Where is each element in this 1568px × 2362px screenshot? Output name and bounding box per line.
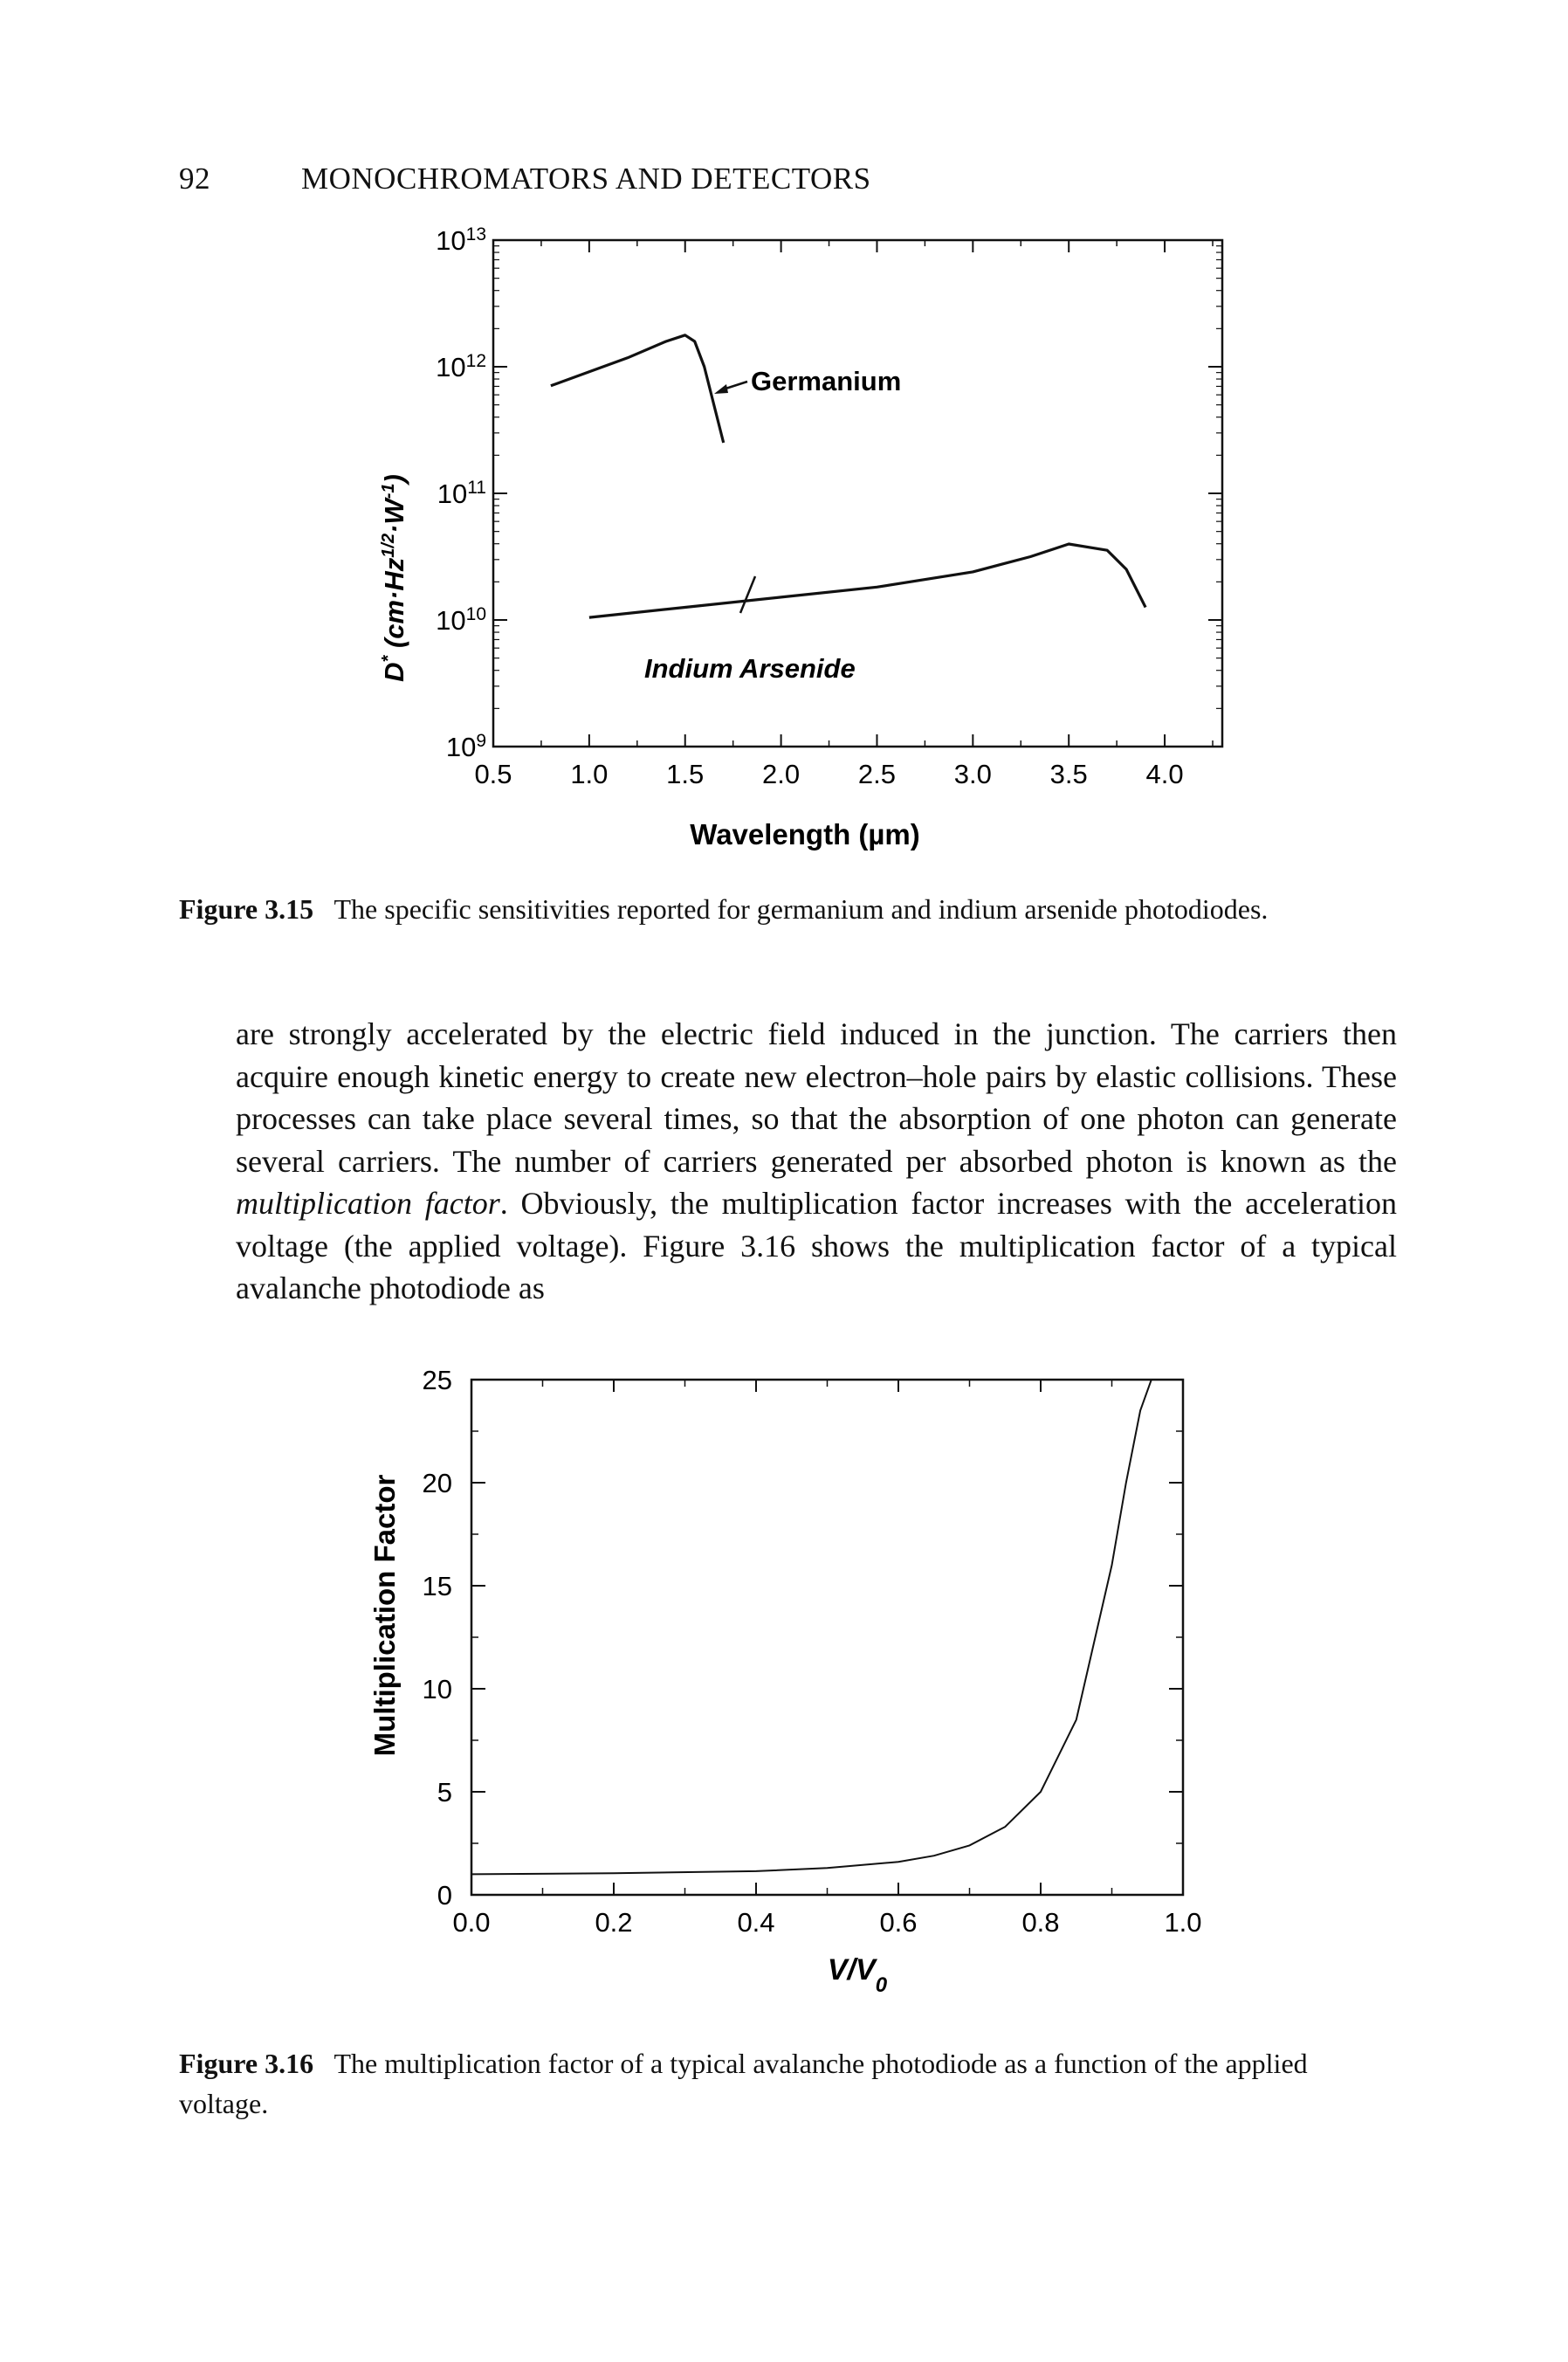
paragraph-text-2: . Obviously, the multiplication factor i… (236, 1186, 1397, 1305)
pointer-indium-arsenide (739, 575, 757, 614)
running-header: 92 MONOCHROMATORS AND DETECTORS (179, 162, 871, 196)
y-axis-label: D* (cm·Hz1/2·W-1) (379, 474, 409, 682)
y-tick-label: 5 (437, 1777, 452, 1808)
series-multiplication-line (471, 1380, 1152, 1876)
annotation-indium-arsenide: Indium Arsenide (644, 653, 856, 684)
x-tick-label: 4.0 (1146, 759, 1184, 789)
x-tick-label: 1.0 (1164, 1907, 1201, 1938)
plot-frame (492, 238, 1224, 748)
figure-3-15-caption: Figure 3.15 The specific sensitivities r… (179, 889, 1397, 929)
y-tick-label: 20 (423, 1468, 452, 1498)
x-tick-label: 2.5 (858, 759, 896, 789)
x-tick-label: 0.8 (1021, 1907, 1059, 1938)
y-tick-label: 25 (423, 1365, 452, 1395)
series-germanium-line (550, 334, 726, 444)
caption-label: Figure 3.16 (179, 2048, 314, 2079)
page-number: 92 (179, 162, 210, 196)
y-tick-label: 0 (437, 1880, 452, 1911)
caption-label: Figure 3.15 (179, 893, 314, 925)
pointer-germanium-arrowhead (714, 384, 728, 394)
x-tick-label: 3.0 (954, 759, 992, 789)
y-tick-label: 10 (423, 1674, 452, 1704)
y-tick-label: 109 (446, 731, 486, 763)
x-tick-label: 3.5 (1050, 759, 1088, 789)
paragraph-emphasis: multiplication factor (236, 1186, 500, 1221)
x-tick-label: 1.0 (570, 759, 608, 789)
x-tick-label: 2.0 (762, 759, 800, 789)
y-tick-label: 15 (423, 1571, 452, 1601)
plot-frame (470, 1378, 1185, 1897)
body-paragraph: are strongly accelerated by the electric… (236, 1013, 1397, 1310)
annotation-germanium: Germanium (751, 366, 901, 396)
y-tick-label: 1013 (436, 224, 486, 257)
x-axis-label: V/V0 (828, 1953, 888, 1997)
running-title: MONOCHROMATORS AND DETECTORS (301, 162, 871, 196)
caption-text: The multiplication factor of a typical a… (179, 2048, 1308, 2119)
series-indium-arsenide-line (588, 542, 1147, 619)
x-tick-label: 0.5 (474, 759, 512, 789)
y-tick-label: 1010 (436, 604, 486, 637)
x-tick-label: 0.4 (737, 1907, 774, 1938)
x-axis-label: Wavelength (µm) (690, 818, 919, 850)
x-tick-label: 0.0 (452, 1907, 490, 1938)
x-tick-label: 0.6 (879, 1907, 917, 1938)
figure-3-15-chart: 0.5 1.0 1.5 2.0 2.5 3.0 3.5 4.0 109 1010 1011 1012 1… (379, 224, 1224, 850)
x-tick-label: 1.5 (666, 759, 704, 789)
figure-3-16-caption: Figure 3.16 The multiplication factor of… (179, 2043, 1397, 2124)
x-tick-label: 0.2 (595, 1907, 632, 1938)
y-axis-label: Multiplication Factor (368, 1475, 401, 1757)
y-tick-label: 1011 (437, 478, 486, 510)
figure-3-16-chart: 0.0 0.2 0.4 0.6 0.8 1.0 0 5 10 15 20 25 V/V0 Multip… (368, 1365, 1202, 1997)
caption-text: The specific sensitivities reported for … (334, 893, 1269, 925)
y-tick-label: 1012 (436, 351, 486, 383)
paragraph-text-1: are strongly accelerated by the electric… (236, 1016, 1397, 1179)
